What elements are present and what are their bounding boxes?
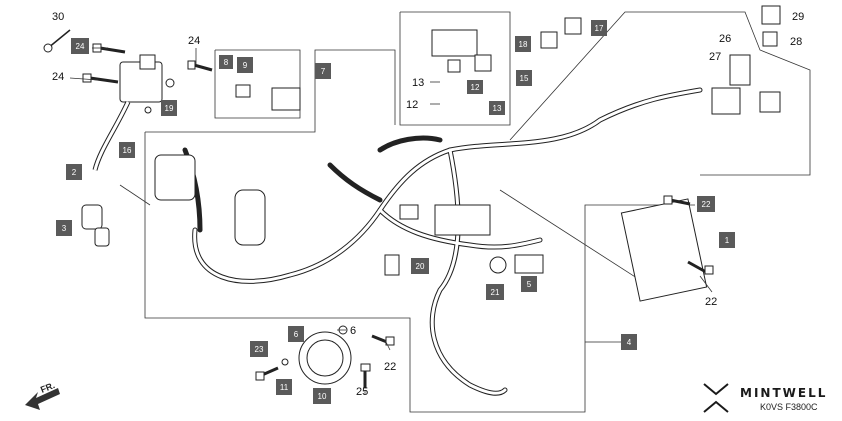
callout-20: 20 <box>411 258 429 274</box>
callout-3: 3 <box>56 220 72 236</box>
callout-22-bottom: 22 <box>384 361 396 373</box>
svg-text:15: 15 <box>520 74 529 83</box>
callout-28: 28 <box>790 36 802 48</box>
callout-27: 27 <box>709 51 721 63</box>
callout-24-left: 24 <box>52 71 64 83</box>
callout-19: 19 <box>161 100 177 116</box>
callout-4: 4 <box>621 334 637 350</box>
callout-29: 29 <box>792 11 804 23</box>
callout-26: 26 <box>719 33 731 45</box>
callout-18: 18 <box>515 36 531 52</box>
svg-text:7: 7 <box>321 67 326 76</box>
svg-text:21: 21 <box>491 288 500 297</box>
callout-6: 6 <box>288 326 304 342</box>
boxed-callouts: 1 2 3 4 5 6 7 8 9 10 11 12 13 15 16 17 1… <box>56 20 735 404</box>
callout-13-plain: 13 <box>412 77 424 89</box>
callout-21: 21 <box>486 284 504 300</box>
svg-text:4: 4 <box>627 338 632 347</box>
callout-22: 22 <box>697 196 715 212</box>
callout-23: 23 <box>250 341 268 357</box>
callout-6-plain: 6 <box>350 325 356 337</box>
svg-text:11: 11 <box>280 383 289 392</box>
svg-text:13: 13 <box>493 104 502 113</box>
svg-text:2: 2 <box>72 168 77 177</box>
svg-text:19: 19 <box>165 104 174 113</box>
svg-text:1: 1 <box>725 236 730 245</box>
callout-8: 8 <box>219 55 233 69</box>
callout-12-plain: 12 <box>406 99 418 111</box>
components <box>154 5 781 385</box>
brand-name: MINTWELL <box>740 386 827 400</box>
callout-17: 17 <box>591 20 607 36</box>
svg-text:10: 10 <box>318 392 327 401</box>
svg-text:9: 9 <box>243 61 248 70</box>
plain-callouts: 30 24 24 6 22 22 25 13 12 26 27 28 29 <box>52 11 804 398</box>
svg-text:16: 16 <box>123 146 132 155</box>
callout-13: 13 <box>489 101 505 115</box>
callout-24-top: 24 <box>188 35 200 47</box>
callout-30: 30 <box>52 11 64 23</box>
callout-10: 10 <box>313 388 331 404</box>
ignition-coil <box>81 54 163 247</box>
callout-24: 24 <box>71 38 89 54</box>
callout-2: 2 <box>66 164 82 180</box>
front-direction-arrow <box>25 388 60 410</box>
svg-text:8: 8 <box>224 58 229 67</box>
callout-25: 25 <box>356 386 368 398</box>
fasteners <box>43 29 714 388</box>
callout-9: 9 <box>237 57 253 73</box>
callout-11: 11 <box>276 379 292 395</box>
diagram-code: K0VS F3800C <box>760 402 818 412</box>
svg-text:18: 18 <box>519 40 528 49</box>
svg-text:17: 17 <box>595 24 604 33</box>
svg-text:12: 12 <box>471 83 480 92</box>
callout-22-right: 22 <box>705 296 717 308</box>
svg-text:23: 23 <box>255 345 264 354</box>
callout-15: 15 <box>516 70 532 86</box>
callout-1: 1 <box>719 232 735 248</box>
svg-text:24: 24 <box>76 42 85 51</box>
brand-logo-icon <box>703 383 729 413</box>
leader-lines <box>69 47 713 395</box>
svg-text:5: 5 <box>527 280 532 289</box>
callout-7: 7 <box>315 63 331 79</box>
callout-16: 16 <box>119 142 135 158</box>
svg-text:3: 3 <box>62 224 67 233</box>
svg-text:22: 22 <box>702 200 711 209</box>
callout-12: 12 <box>467 80 483 94</box>
svg-text:20: 20 <box>416 262 425 271</box>
callout-5: 5 <box>521 276 537 292</box>
boundary-lines <box>119 11 811 413</box>
svg-text:6: 6 <box>294 330 299 339</box>
